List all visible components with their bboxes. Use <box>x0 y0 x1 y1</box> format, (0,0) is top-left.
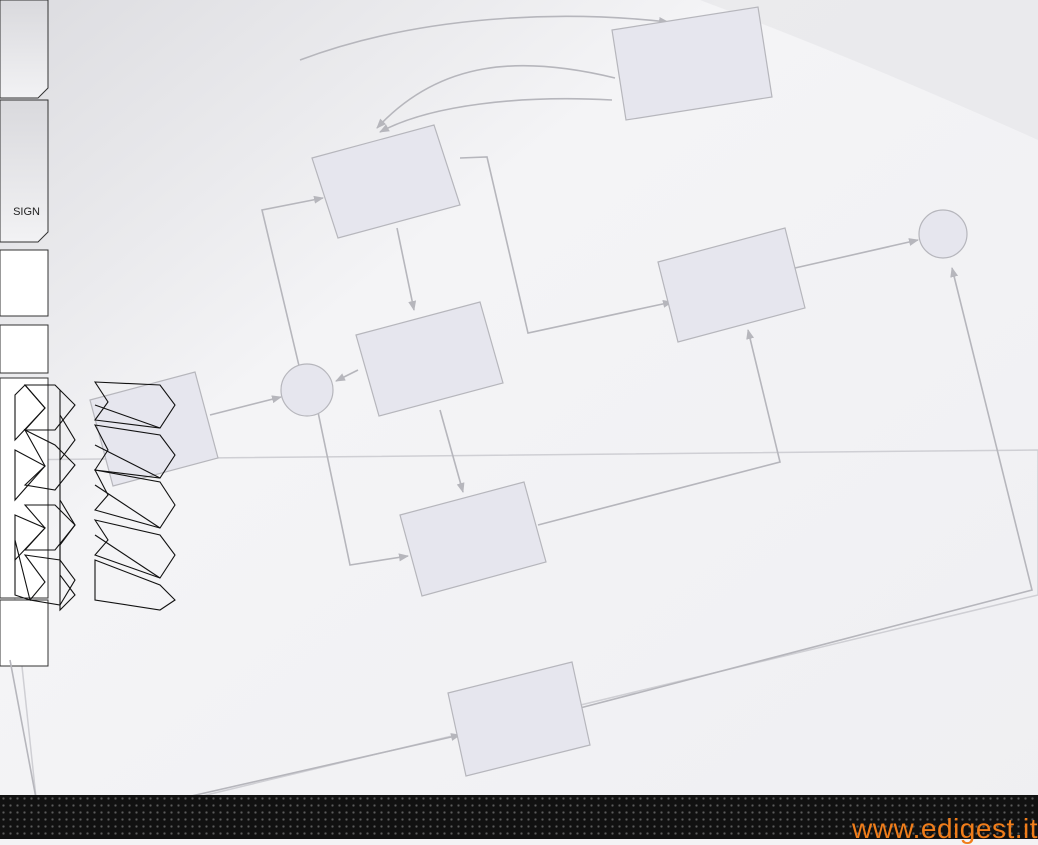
process-box <box>611 6 773 121</box>
process-box <box>657 227 806 343</box>
nodes <box>89 6 968 777</box>
end-circle <box>918 209 968 259</box>
edge <box>299 15 669 61</box>
sidebar-box-4 <box>0 599 49 667</box>
arrow-glyphs-overlay <box>14 381 176 612</box>
sidebar-panel-design <box>0 99 49 243</box>
edge <box>794 238 919 269</box>
edge <box>376 64 616 129</box>
process-box <box>355 301 504 417</box>
edge <box>261 195 324 371</box>
sidebar-panels <box>0 0 49 667</box>
arrow-column-middle <box>59 390 76 612</box>
arrow-column-right <box>93 381 176 611</box>
process-box <box>399 481 547 597</box>
sidebar-panel-top <box>0 0 49 99</box>
edge <box>396 227 417 311</box>
sidebar-box-2 <box>0 324 49 374</box>
edge <box>579 267 1033 709</box>
junction-circle <box>280 363 334 417</box>
edge <box>335 369 359 382</box>
edge <box>317 411 409 566</box>
edge <box>439 409 465 493</box>
edge <box>379 97 613 133</box>
sidebar-design-label: SIGN <box>13 206 40 218</box>
edge <box>537 329 781 526</box>
background-swoosh <box>700 0 1038 140</box>
arrow-column-left <box>14 384 76 606</box>
edge <box>459 156 673 334</box>
sidebar-box-1 <box>0 249 49 317</box>
process-box <box>447 661 591 777</box>
footer-bar: www.edigest.it <box>0 795 1038 844</box>
tilted-frame <box>0 449 1038 836</box>
footer-url-link[interactable]: www.edigest.it <box>852 813 1038 844</box>
edge <box>209 395 282 416</box>
process-box <box>89 371 219 487</box>
process-box <box>311 124 461 239</box>
